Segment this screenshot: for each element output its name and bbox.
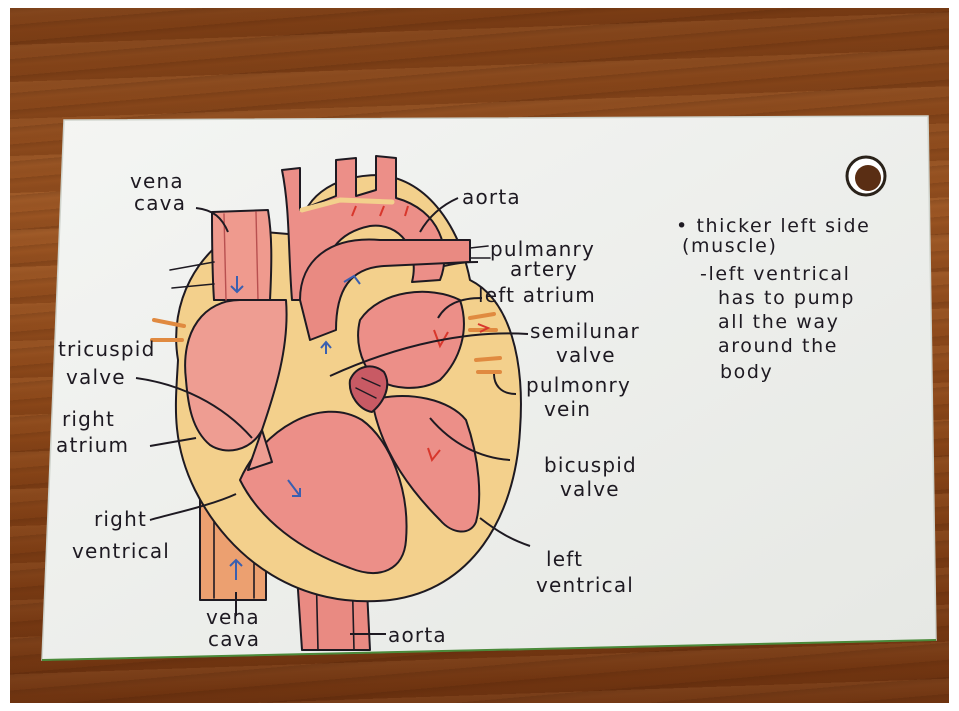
label-tricuspid-2: valve [66, 365, 126, 389]
label-right-ventricle-2: ventrical [72, 539, 170, 563]
note-line-2: (muscle) [682, 235, 778, 257]
label-semilunar-2: valve [556, 343, 616, 367]
label-pulmonary-artery-2: artery [510, 257, 578, 281]
label-left-ventricle-1: left [546, 547, 583, 571]
label-vena-cava-top-1: vena [130, 169, 184, 193]
label-left-atrium: left atrium [478, 283, 596, 307]
note-line-6: around the [718, 335, 838, 357]
label-bicuspid-2: valve [560, 477, 620, 501]
label-vena-cava-bottom-2: cava [208, 627, 260, 651]
label-right-atrium-1: right [62, 407, 115, 431]
label-pulmonary-vein-1: pulmonry [526, 373, 631, 397]
note-line-5: all the way [718, 311, 840, 333]
label-tricuspid-1: tricuspid [58, 337, 155, 361]
note-line-4: has to pump [718, 287, 855, 309]
note-line-7: body [720, 361, 773, 383]
label-semilunar-1: semilunar [530, 319, 640, 343]
label-aorta-bottom: aorta [388, 623, 447, 647]
label-aorta-top: aorta [462, 185, 521, 209]
note-line-3: -left ventrical [700, 263, 851, 285]
label-pulmonary-vein-2: vein [544, 397, 591, 421]
label-bicuspid-1: bicuspid [544, 453, 637, 477]
label-vena-cava-top-2: cava [134, 191, 186, 215]
label-vena-cava-bottom-1: vena [206, 605, 260, 629]
punch-hole [847, 157, 885, 195]
label-left-ventricle-2: ventrical [536, 573, 634, 597]
label-right-ventricle-1: right [94, 507, 147, 531]
note-line-1: • thicker left side [676, 215, 870, 237]
label-right-atrium-2: atrium [56, 433, 129, 457]
